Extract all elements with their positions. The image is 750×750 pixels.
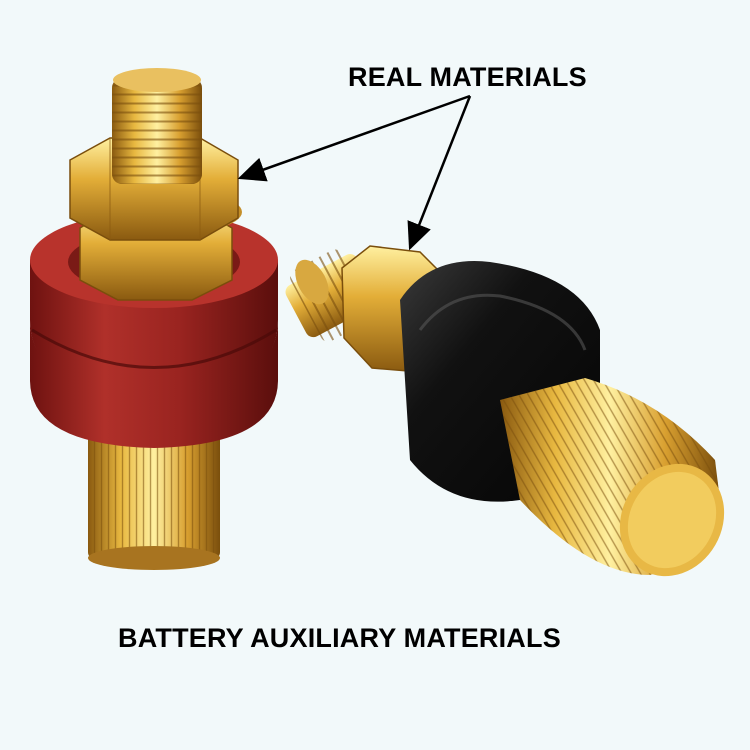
black-terminal-post bbox=[285, 245, 725, 577]
arrow-to-red-nut bbox=[237, 94, 471, 182]
battery-auxiliary-materials-label: BATTERY AUXILIARY MATERIALS bbox=[118, 623, 561, 653]
real-materials-label: REAL MATERIALS bbox=[348, 62, 587, 92]
red-terminal-post bbox=[30, 68, 278, 570]
arrow-to-black-nut bbox=[407, 95, 472, 251]
